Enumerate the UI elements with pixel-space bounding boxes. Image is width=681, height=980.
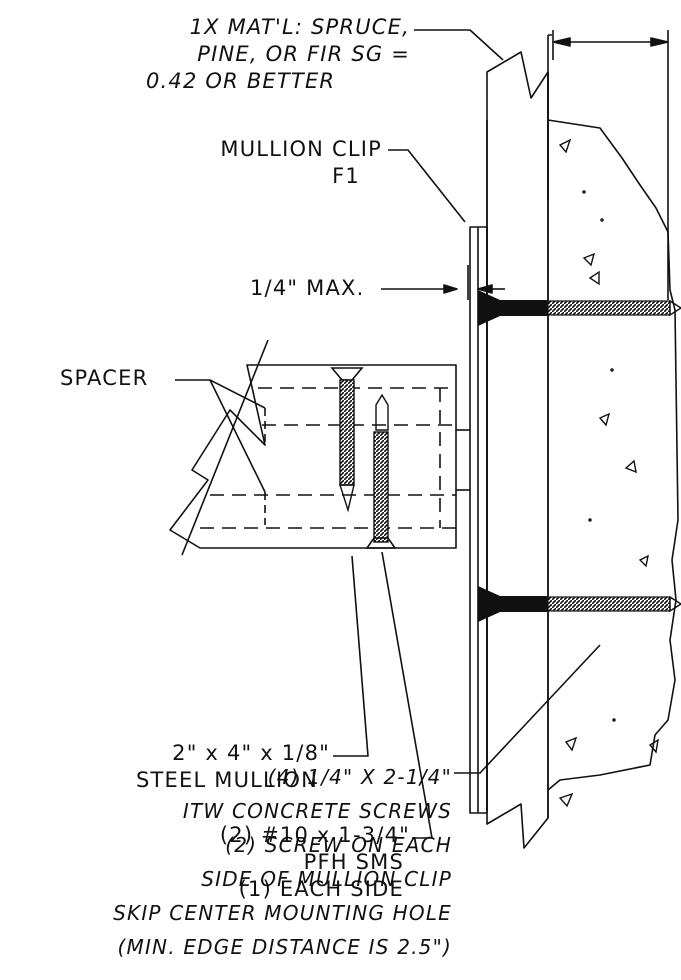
leader-concrete-screws <box>454 644 601 774</box>
pfh-screw-right <box>365 393 397 549</box>
aggregate-dot <box>612 718 616 722</box>
aggregate-mark <box>558 138 572 154</box>
material-line-2: PINE, OR FIR SG = <box>197 42 410 66</box>
leader-steel-mullion <box>333 555 369 757</box>
aggregate-mark <box>648 738 659 754</box>
pfh-screws-line-1: (2) #10 x 1-3/4" <box>219 823 410 847</box>
aggregate-mark <box>582 252 596 267</box>
material-label: 1X MAT'L: SPRUCE, PINE, OR FIR SG = 0.42… <box>120 14 410 95</box>
mullion-clip-label: MULLION CLIP F1 <box>120 136 382 190</box>
material-line-1: 1X MAT'L: SPRUCE, <box>189 15 410 39</box>
pfh-screw-left <box>330 367 364 513</box>
concrete-screws-label: (4) 1/4" X 2-1/4"ITW CONCRETE SCREWS(2) … <box>20 760 452 964</box>
arrow-gap-left <box>443 284 458 294</box>
mullion-clip-line-2: F1 <box>332 164 360 188</box>
gap-max-label: 1/4" MAX. <box>250 276 365 300</box>
concrete-screws-line-3: (2) SCREW ON EACH <box>225 833 452 857</box>
aggregate-mark <box>588 270 600 286</box>
aggregate-dot <box>582 190 586 194</box>
mullion-break-line <box>181 339 269 556</box>
concrete-screw-upper <box>478 290 681 326</box>
aggregate-mark <box>598 412 611 427</box>
aggregate-dot <box>600 218 604 222</box>
steel-mullion-line-1: 2" x 4" x 1/8" <box>172 741 330 765</box>
wood-member-outline <box>486 51 549 849</box>
concrete-break-right <box>547 119 679 791</box>
pfh-screws-line-2: PFH SMS <box>303 850 404 874</box>
aggregate-dot <box>610 368 614 372</box>
pfh-screws-label: (2) #10 x 1-3/4" PFH SMS (1) EACH SIDE <box>110 822 410 903</box>
steel-mullion-label: 2" x 4" x 1/8" STEEL MULLION <box>60 740 330 794</box>
concrete-screw-lower <box>478 586 681 622</box>
material-line-3: 0.42 OR BETTER <box>146 69 336 93</box>
pfh-screws-line-3: (1) EACH SIDE <box>238 877 404 901</box>
dimension-arrow-right <box>650 37 669 47</box>
leader-mullion-clip <box>388 149 466 223</box>
dimension-arrow-left <box>552 37 571 47</box>
spacer-label: SPACER <box>60 366 149 390</box>
aggregate-dot <box>588 518 592 522</box>
aggregate-mark <box>564 736 578 752</box>
concrete-screws-line-2: ITW CONCRETE SCREWS <box>182 799 452 823</box>
leader-spacer <box>175 379 266 493</box>
aggregate-mark <box>558 792 574 808</box>
concrete-wall-outline <box>547 34 552 200</box>
mullion-clip-line-1: MULLION CLIP <box>220 137 382 161</box>
leader-pfh-screws <box>381 551 433 839</box>
concrete-screws-line-6: (MIN. EDGE DISTANCE IS 2.5") <box>117 935 452 959</box>
concrete-screws-line-5: SKIP CENTER MOUNTING HOLE <box>113 901 452 925</box>
aggregate-mark <box>624 459 637 474</box>
steel-mullion-line-2: STEEL MULLION <box>136 768 318 792</box>
steel-mullion-outline <box>169 364 457 549</box>
concrete-screws-line-1: (4) 1/4" X 2-1/4" <box>267 765 452 789</box>
aggregate-mark <box>638 554 649 568</box>
leader-material <box>414 29 504 61</box>
concrete-screws-line-4: SIDE OF MULLION CLIP <box>201 867 452 891</box>
